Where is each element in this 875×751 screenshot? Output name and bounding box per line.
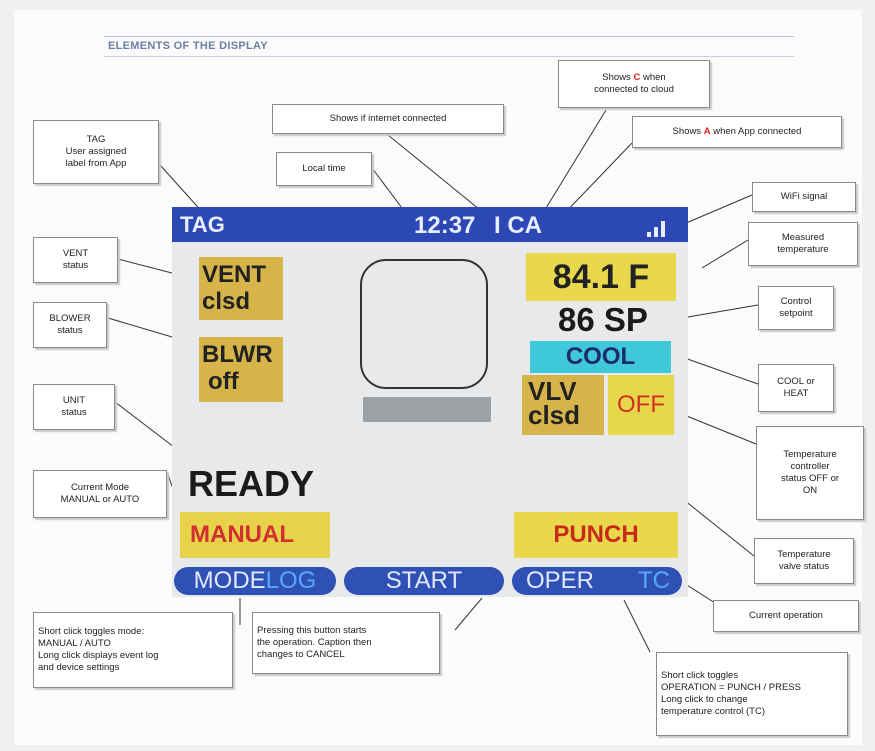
callout-internet: Shows if internet connected [272, 104, 504, 134]
callout-app-letter: A [703, 126, 711, 137]
wifi-signal-icon [647, 217, 673, 237]
blower-status: BLWR off [199, 337, 283, 402]
callout-tc-status: Temperature controller status OFF or ON [756, 426, 864, 520]
blower-status-value: off [208, 368, 239, 395]
cool-heat-indicator: COOL [530, 341, 671, 373]
callout-app-post: when App connected [710, 126, 802, 137]
center-display-frame [360, 259, 488, 389]
valve-status-value: clsd [528, 400, 581, 430]
callout-cloud-pre: Shows [602, 72, 634, 83]
start-button[interactable]: START [344, 567, 504, 595]
callout-mode-button: Short click toggles mode: MANUAL / AUTO … [33, 612, 233, 688]
oper-button-label: OPER [526, 567, 595, 594]
callout-valve: Temperature valve status [754, 538, 854, 584]
callout-measured: Measured temperature [748, 222, 858, 266]
tag-label: TAG [180, 212, 225, 237]
connection-indicator: I CA [494, 212, 542, 239]
callout-blower: BLOWER status [33, 302, 107, 348]
title-underline [104, 56, 794, 57]
callout-unit: UNIT status [33, 384, 115, 430]
callout-operation: Current operation [713, 600, 859, 632]
valve-status: VLV clsd [522, 375, 604, 435]
callout-start-button: Pressing this button starts the operatio… [252, 612, 440, 674]
callout-setpoint: Control setpoint [758, 286, 834, 330]
oper-tc-button[interactable]: OPER TC [512, 567, 682, 595]
callout-tag: TAG User assigned label from App [33, 120, 159, 184]
callout-cloud: Shows C when connected to cloud [558, 60, 710, 108]
callout-local-time: Local time [276, 152, 372, 186]
callout-wifi: WiFi signal [752, 182, 856, 212]
callout-cloud-letter: C [633, 72, 641, 83]
section-title: ELEMENTS OF THE DISPLAY [108, 40, 268, 52]
blower-status-label: BLWR [202, 341, 273, 368]
callout-cloud-post: when connected to cloud [594, 72, 674, 95]
local-time: 12:37 [414, 212, 476, 239]
vent-status: VENT clsd [199, 257, 283, 320]
tc-button-label: TC [638, 567, 670, 594]
title-rule [104, 36, 794, 37]
vent-status-label: VENT [202, 261, 267, 288]
center-gray-bar [363, 397, 491, 422]
controller-status: OFF [608, 375, 674, 435]
callout-vent: VENT status [33, 237, 118, 283]
measured-temperature: 84.1 F [526, 253, 676, 301]
callout-cool-heat: COOL or HEAT [758, 364, 834, 412]
unit-status: READY [188, 463, 315, 504]
callout-oper-button: Short click toggles OPERATION = PUNCH / … [656, 652, 848, 736]
current-operation: PUNCH [514, 512, 678, 558]
control-setpoint: 86 SP [558, 301, 648, 338]
callout-app-pre: Shows [672, 126, 704, 137]
mode-button-label: MODE [193, 567, 266, 594]
log-button-label: LOG [265, 567, 317, 594]
valve-status-label: VLV [528, 376, 577, 406]
callout-mode: Current Mode MANUAL or AUTO [33, 470, 167, 518]
device-screen: TAG 12:37 I CA VENT clsd BLWR off READY … [172, 207, 688, 597]
callout-app: Shows A when App connected [632, 116, 842, 148]
vent-status-value: clsd [202, 288, 251, 315]
status-bar: TAG 12:37 I CA [172, 207, 688, 242]
current-mode: MANUAL [180, 512, 330, 558]
